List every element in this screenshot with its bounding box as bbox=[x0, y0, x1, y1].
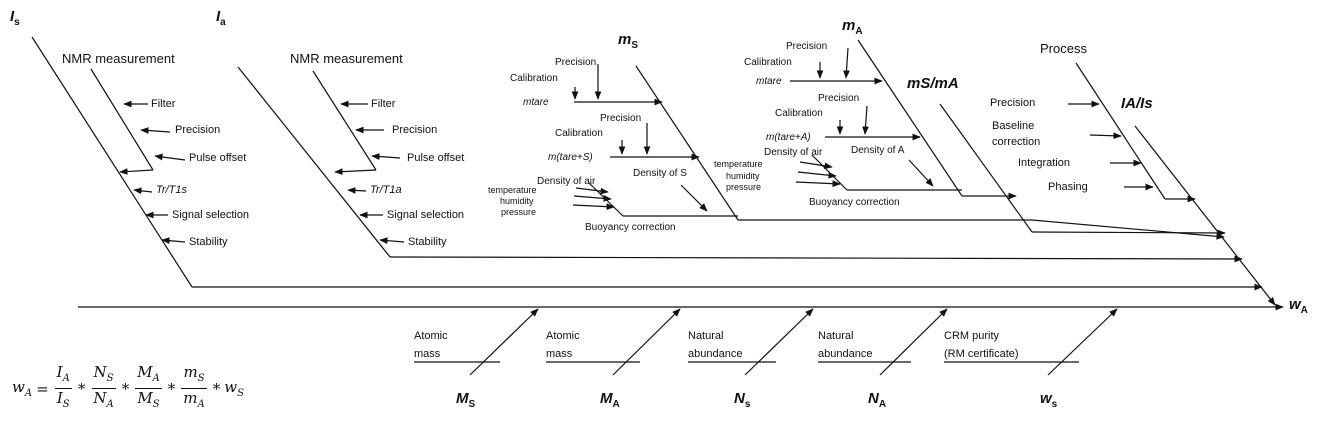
lower-atomic-mass-2b: mass bbox=[546, 348, 573, 360]
fraction-protons: NS NA bbox=[91, 363, 116, 410]
ms-m-tare: mtare bbox=[523, 97, 549, 108]
ms-buoyancy: Buoyancy correction bbox=[585, 222, 676, 233]
nmr2-filter: Filter bbox=[371, 98, 396, 110]
nmr1-tr: Tr/T1s bbox=[156, 184, 187, 196]
nmr2-precision: Precision bbox=[392, 124, 438, 136]
ms-temperature: temperature bbox=[488, 185, 537, 195]
formula-lhs: wA bbox=[12, 378, 33, 399]
nmr1-stability: Stability bbox=[189, 236, 228, 248]
lower-atomic-mass-2a: Atomic bbox=[546, 330, 580, 342]
label-wa: wA bbox=[1289, 296, 1308, 316]
label-ma-molar: MA bbox=[600, 390, 620, 410]
nmr2-stability: Stability bbox=[408, 236, 447, 248]
lower-crm-1: CRM purity bbox=[944, 330, 1000, 342]
ms-humidity: humidity bbox=[500, 196, 534, 206]
ma-density-air: Density of air bbox=[764, 147, 823, 158]
process-integration: Integration bbox=[1018, 157, 1070, 169]
lower-natural-2a: Natural bbox=[818, 330, 854, 342]
ma-humidity: humidity bbox=[726, 171, 760, 181]
ma-buoyancy: Buoyancy correction bbox=[809, 197, 900, 208]
process-bone bbox=[1075, 62, 1166, 200]
ms-density-air: Density of air bbox=[537, 176, 596, 187]
is-bone bbox=[31, 36, 193, 288]
mass-fraction-formula: wA = IA IS * NS NA * MA MS * mS mA * wS bbox=[12, 363, 244, 414]
label-ms-molar: MS bbox=[456, 390, 476, 410]
ia-bone bbox=[237, 66, 391, 258]
nmr2-title: NMR measurement bbox=[290, 51, 403, 66]
ma-precision-2: Precision bbox=[818, 93, 860, 104]
label-ms-over-ma: mS/mA bbox=[907, 75, 959, 92]
nmr2-signal-selection: Signal selection bbox=[387, 209, 465, 221]
process-precision: Precision bbox=[990, 97, 1036, 109]
iais-bone bbox=[1134, 125, 1276, 306]
nmr1-precision: Precision bbox=[175, 124, 221, 136]
ma-m-tare: mtare bbox=[756, 76, 782, 87]
label-na: NA bbox=[868, 390, 887, 410]
label-ma: mA bbox=[842, 17, 863, 37]
nmr1-title: NMR measurement bbox=[62, 51, 175, 66]
ms-precision-2: Precision bbox=[600, 113, 642, 124]
ma-bone bbox=[857, 39, 963, 197]
process-baseline-2: correction bbox=[992, 136, 1041, 148]
msma-bone bbox=[939, 103, 1033, 233]
lower-atomic-mass-1b: mass bbox=[414, 348, 441, 360]
ms-m-tare-s: m(tare+S) bbox=[548, 152, 593, 163]
process-baseline-1: Baseline bbox=[992, 120, 1035, 132]
nmr1-signal-selection: Signal selection bbox=[172, 209, 250, 221]
lower-atomic-mass-1a: Atomic bbox=[414, 330, 448, 342]
ms-density-s: Density of S bbox=[633, 168, 687, 179]
ma-calibration-2: Calibration bbox=[775, 108, 823, 119]
label-ia-over-is: IA/Is bbox=[1121, 95, 1153, 112]
ms-precision-1: Precision bbox=[555, 57, 597, 68]
nmr2-tr: Tr/T1a bbox=[370, 184, 402, 196]
ma-temperature: temperature bbox=[714, 159, 763, 169]
ms-calibration-1: Calibration bbox=[510, 73, 558, 84]
ms-calibration-2: Calibration bbox=[555, 128, 603, 139]
ms-pressure: pressure bbox=[501, 207, 537, 217]
fraction-intensity: IA IS bbox=[54, 363, 72, 410]
process-phasing: Phasing bbox=[1048, 181, 1088, 193]
ma-density-a: Density of A bbox=[851, 145, 905, 156]
lower-natural-1b: abundance bbox=[688, 348, 743, 360]
ws-lower-bone bbox=[1047, 308, 1118, 376]
lower-natural-2b: abundance bbox=[818, 348, 873, 360]
label-process: Process bbox=[1040, 41, 1087, 56]
ms-lower-bone bbox=[469, 308, 539, 376]
label-ns: Ns bbox=[734, 390, 751, 410]
label-ms: mS bbox=[618, 31, 639, 51]
lower-crm-2: (RM certificate) bbox=[944, 348, 1019, 360]
ma-precision-1: Precision bbox=[786, 41, 828, 52]
nmr1-filter: Filter bbox=[151, 98, 176, 110]
ms-bone bbox=[635, 65, 739, 221]
ma-calibration-1: Calibration bbox=[744, 57, 792, 68]
formula-ws: wS bbox=[224, 378, 244, 399]
lower-natural-1a: Natural bbox=[688, 330, 724, 342]
label-ws: ws bbox=[1040, 390, 1058, 410]
ma-pressure: pressure bbox=[726, 182, 762, 192]
fraction-mass: mS mA bbox=[181, 363, 207, 410]
na-lower-bone bbox=[879, 308, 948, 376]
nmr2-pulse-offset: Pulse offset bbox=[407, 152, 465, 164]
ma-m-tare-a: m(tare+A) bbox=[766, 132, 811, 143]
label-is: Is bbox=[10, 8, 20, 28]
ma-lower-bone bbox=[612, 308, 681, 376]
ns-lower-bone bbox=[744, 308, 814, 376]
nmr1-pulse-offset: Pulse offset bbox=[189, 152, 247, 164]
label-ia: Ia bbox=[216, 8, 226, 28]
fraction-molar-mass: MA MS bbox=[135, 363, 162, 410]
